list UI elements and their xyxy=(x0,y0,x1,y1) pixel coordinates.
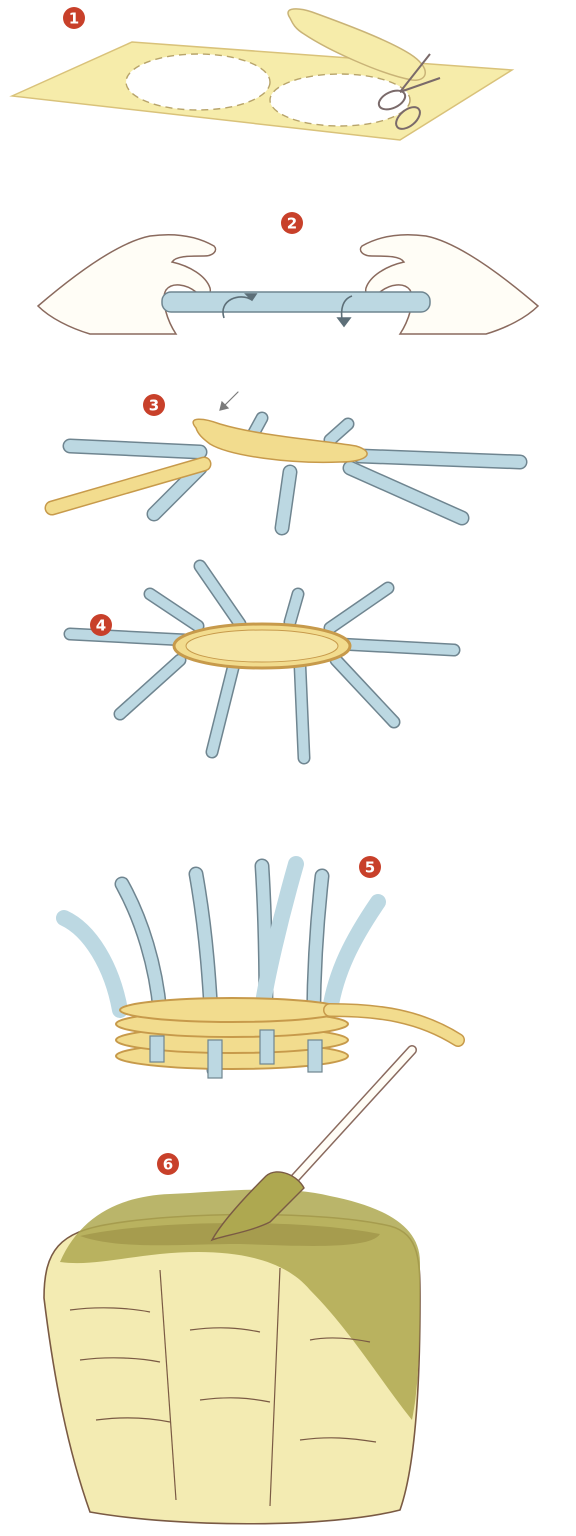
step-badge-number: 3 xyxy=(149,397,159,415)
step-badge: 2 xyxy=(281,212,303,234)
step-badge-number: 6 xyxy=(163,1156,173,1174)
step-badge-number: 1 xyxy=(69,10,79,28)
cut-out-oval xyxy=(126,54,270,110)
step-badge-number: 5 xyxy=(365,859,375,877)
arrow-icon xyxy=(220,392,238,410)
step-badge-number: 2 xyxy=(287,215,297,233)
step-badge: 4 xyxy=(90,614,112,636)
step-4-panel xyxy=(70,566,454,758)
oval-base-inner xyxy=(186,630,338,662)
hand-icon xyxy=(38,235,538,334)
step-badge: 6 xyxy=(157,1153,179,1175)
step-badge: 3 xyxy=(143,394,165,416)
rolled-stick xyxy=(162,292,430,312)
cut-out-oval xyxy=(270,74,410,126)
step-badge-number: 4 xyxy=(96,617,106,635)
step-badge: 5 xyxy=(359,856,381,878)
rope-strand xyxy=(330,1010,458,1040)
step-1-panel xyxy=(12,9,512,140)
step-3-panel xyxy=(52,392,520,528)
step-5-panel xyxy=(64,864,458,1078)
stick-group xyxy=(70,418,520,528)
step-6-panel xyxy=(44,1050,420,1524)
step-2-panel xyxy=(38,235,538,334)
step-badge: 1 xyxy=(63,7,85,29)
